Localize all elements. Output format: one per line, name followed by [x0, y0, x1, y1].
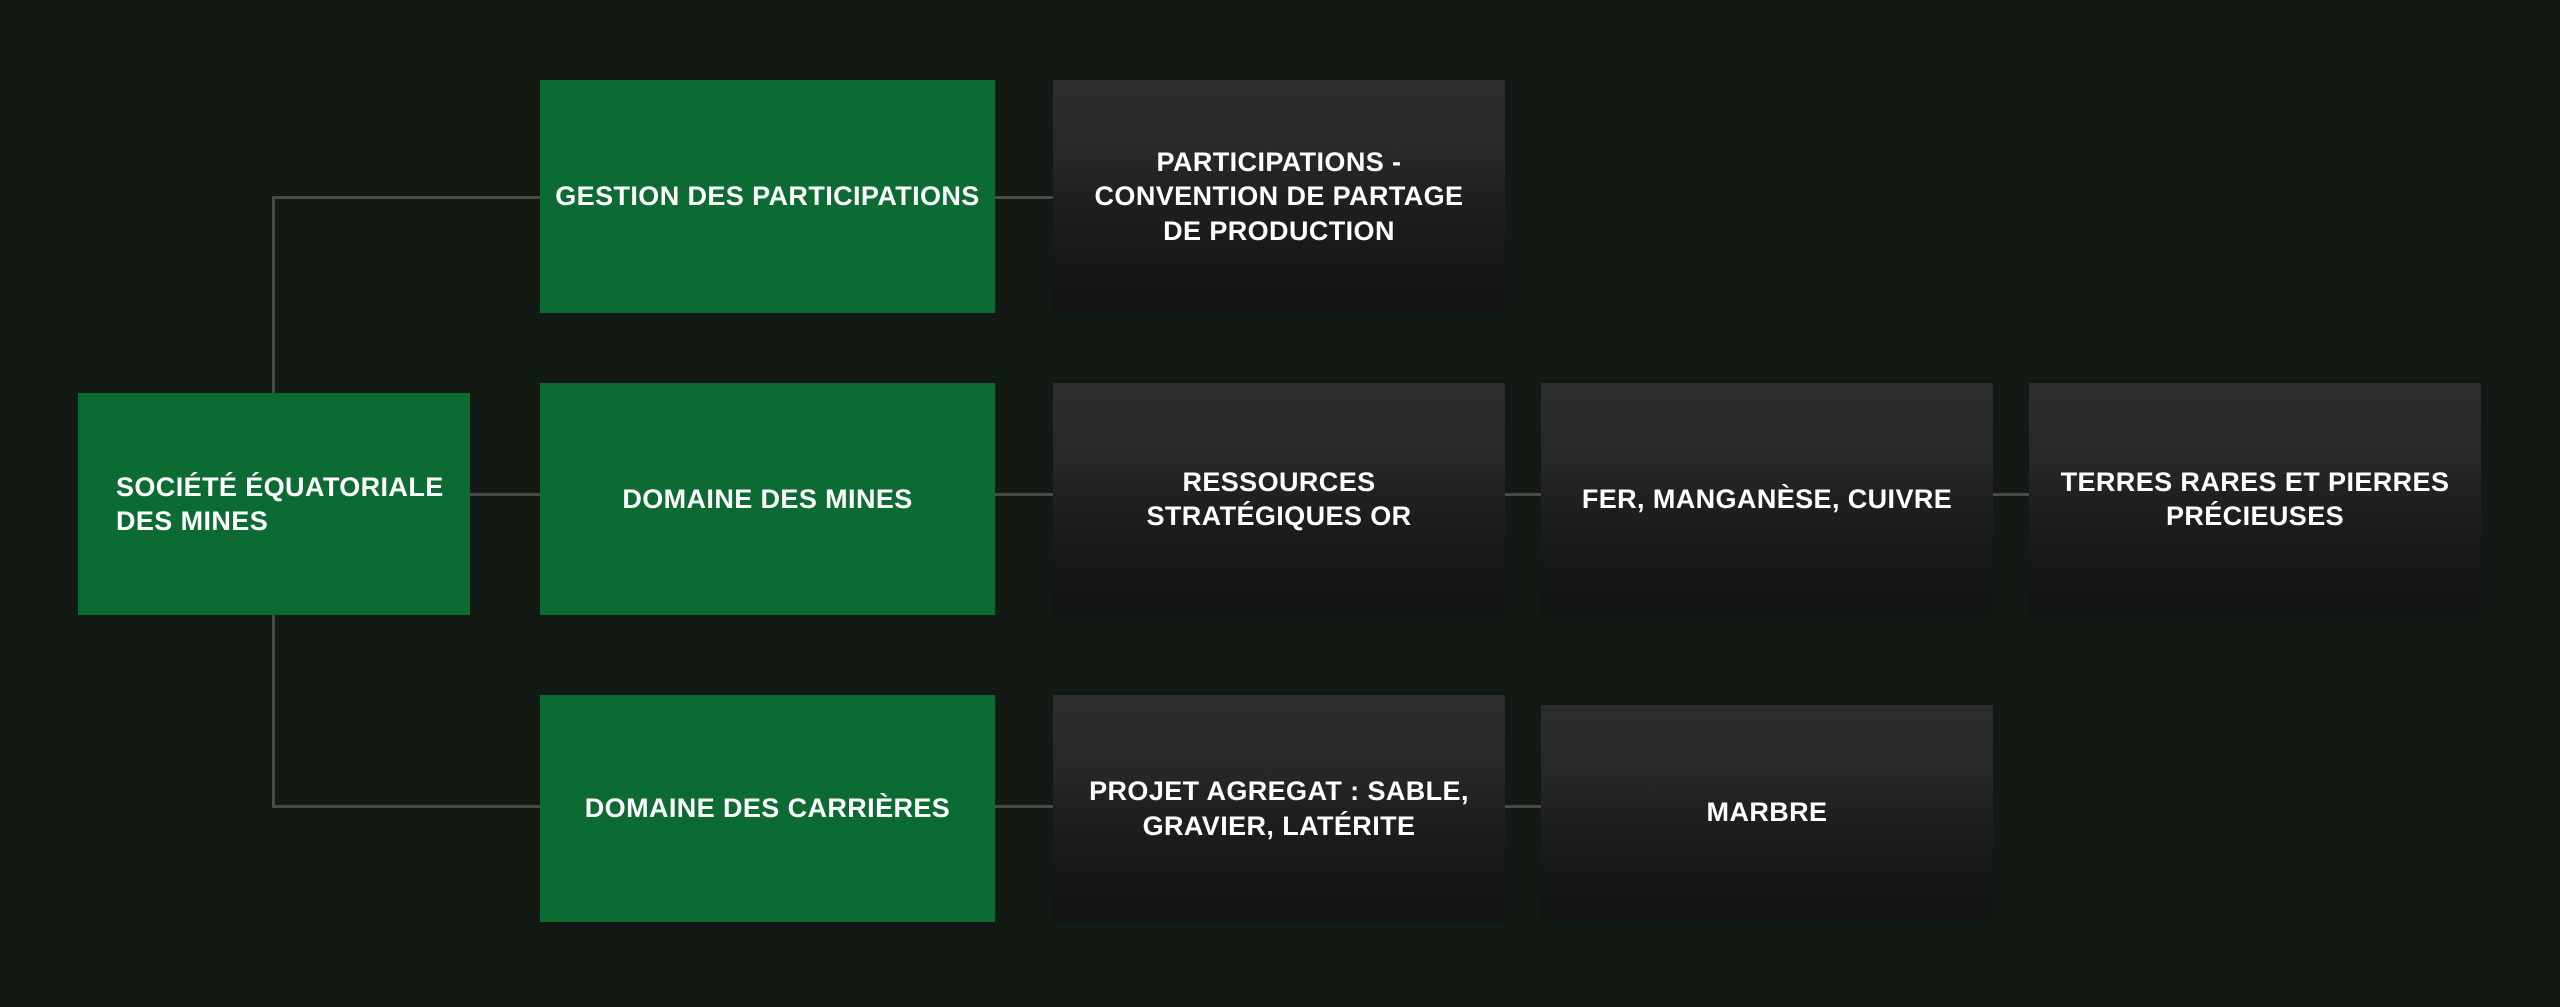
node-label-fer-manganese-cuivre: FER, MANGANÈSE, CUIVRE	[1581, 483, 1953, 514]
connector-gestion-to-convention	[993, 196, 1055, 199]
node-label-domaine-mines: DOMAINE DES MINES	[622, 483, 913, 514]
node-label-projet-agregat: PROJET AGREGAT : SABLE, GRAVIER, LATÉRIT…	[1089, 776, 1469, 841]
node-marbre[interactable]: MARBRE	[1541, 705, 1993, 920]
node-label-domaine-carrieres: DOMAINE DES CARRIÈRES	[584, 793, 951, 824]
node-fer-manganese-cuivre[interactable]: FER, MANGANÈSE, CUIVRE	[1541, 383, 1993, 615]
connector-trunk-to-carrieres	[272, 805, 542, 808]
node-domaine-des-mines[interactable]: DOMAINE DES MINES	[540, 383, 995, 615]
node-label-gestion-participations: GESTION DES PARTICIPATIONS	[555, 181, 980, 212]
connector-trunk-to-gestion	[272, 196, 542, 199]
node-label-participations-convention: PARTICIPATIONS - CONVENTION DE PARTAGE D…	[1094, 147, 1464, 246]
node-gestion-des-participations[interactable]: GESTION DES PARTICIPATIONS	[540, 80, 995, 313]
node-societe-equatoriale-des-mines[interactable]: SOCIÉTÉ ÉQUATORIALE DES MINES	[78, 393, 470, 615]
connector-agregat-to-marbre	[1503, 805, 1543, 808]
node-terres-rares-pierres-precieuses[interactable]: TERRES RARES ET PIERRES PRÉCIEUSES	[2029, 383, 2481, 615]
connector-fer-to-terres	[1991, 493, 2031, 496]
connector-carrieres-to-agregat	[993, 805, 1055, 808]
node-ressources-strategiques-or[interactable]: RESSOURCES STRATÉGIQUES OR	[1053, 383, 1505, 615]
node-projet-agregat-sable-gravier-laterite[interactable]: PROJET AGREGAT : SABLE, GRAVIER, LATÉRIT…	[1053, 695, 1505, 922]
node-label-marbre: MARBRE	[1706, 797, 1828, 828]
connector-root-to-trunk	[470, 493, 542, 496]
node-label-ressources-strategiques-or: RESSOURCES STRATÉGIQUES OR	[1146, 466, 1412, 531]
node-label-terres-rares: TERRES RARES ET PIERRES PRÉCIEUSES	[2060, 466, 2450, 531]
node-domaine-des-carrieres[interactable]: DOMAINE DES CARRIÈRES	[540, 695, 995, 922]
node-label-root: SOCIÉTÉ ÉQUATORIALE DES MINES	[116, 471, 444, 536]
connector-mines-to-ressources	[993, 493, 1055, 496]
connector-ressources-to-fer	[1503, 493, 1543, 496]
node-participations-convention-partage-production[interactable]: PARTICIPATIONS - CONVENTION DE PARTAGE D…	[1053, 80, 1505, 313]
